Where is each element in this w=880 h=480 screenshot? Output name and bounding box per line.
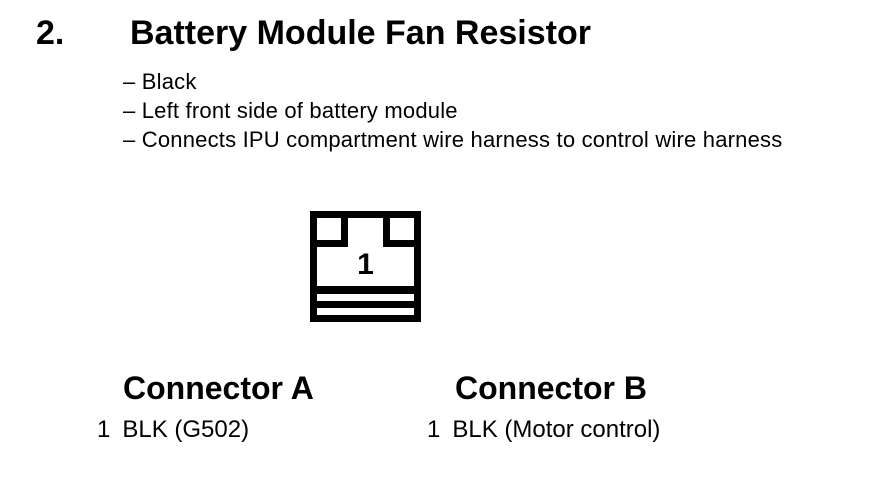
diagram-left-notch-base	[317, 240, 348, 247]
pin-wire-label: BLK (Motor control)	[452, 416, 661, 443]
detail-item-function: – Connects IPU compartment wire harness …	[123, 127, 783, 152]
diagram-right-notch-divider	[383, 218, 390, 247]
pin-number: 1	[97, 416, 111, 443]
diagram-lock-rib-top	[317, 286, 414, 294]
connector-pin-diagram: 1	[310, 211, 421, 322]
connector-a-pin-row: 1 BLK (G502)	[97, 416, 249, 445]
pin-wire-label: BLK (G502)	[122, 416, 250, 443]
detail-list: – Black – Left front side of battery mod…	[123, 67, 782, 154]
pin-number: 1	[427, 416, 441, 443]
detail-item-color: – Black	[123, 69, 197, 94]
section-number: 2.	[36, 14, 65, 52]
connector-b-pin-row: 1 BLK (Motor control)	[427, 416, 660, 445]
diagram-left-notch-divider	[341, 218, 348, 247]
diagram-pin-1-label: 1	[357, 248, 374, 281]
section-title: Battery Module Fan Resistor	[130, 14, 591, 52]
detail-item-location: – Left front side of battery module	[123, 98, 458, 123]
connector-a-title: Connector A	[123, 370, 314, 406]
diagram-right-notch-base	[383, 240, 414, 247]
connector-b-title: Connector B	[455, 370, 647, 406]
diagram-lock-rib-bottom	[317, 301, 414, 308]
